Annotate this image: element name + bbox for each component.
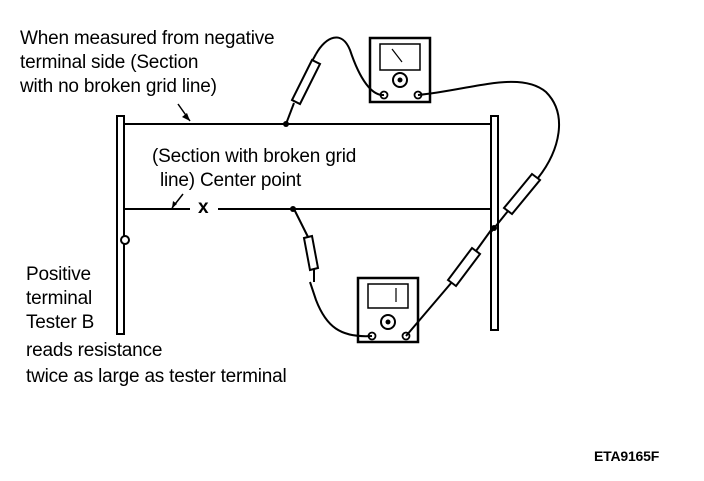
tester-top-lead-positive — [417, 80, 560, 179]
tester-bottom-lead-negative — [309, 281, 373, 338]
label-broken-section-line2: line) Center point — [160, 170, 302, 191]
probe-bottom-right — [446, 225, 497, 288]
probe-bottom-center — [290, 206, 320, 282]
label-negative-side-line3: with no broken grid line) — [20, 76, 217, 97]
label-positive-line5: twice as large as tester terminal — [26, 366, 287, 387]
label-positive-line1: Positive — [26, 264, 91, 285]
figure-code: ETA9165F — [594, 448, 660, 464]
tester-top — [368, 36, 432, 104]
label-negative-side-line1: When measured from negative — [20, 28, 275, 49]
tester-top-lead-negative — [315, 36, 385, 96]
label-positive-line2: terminal — [26, 288, 92, 309]
tester-bottom — [356, 276, 420, 344]
tester-bottom-lead-positive — [405, 281, 453, 337]
label-positive-line4: reads resistance — [26, 340, 163, 361]
label-positive-line3: Tester B — [26, 312, 95, 333]
label-broken-section-line1: (Section with broken grid — [152, 146, 357, 167]
right-bus-bar — [490, 115, 499, 331]
label-arrow-to-top-grid — [177, 103, 191, 122]
probe-top-left — [283, 53, 322, 127]
label-negative-side-line2: terminal side (Section — [20, 52, 199, 73]
positive-terminal-dot — [120, 235, 130, 245]
left-bus-bar — [116, 115, 130, 335]
center-point-mark: x — [198, 197, 209, 218]
